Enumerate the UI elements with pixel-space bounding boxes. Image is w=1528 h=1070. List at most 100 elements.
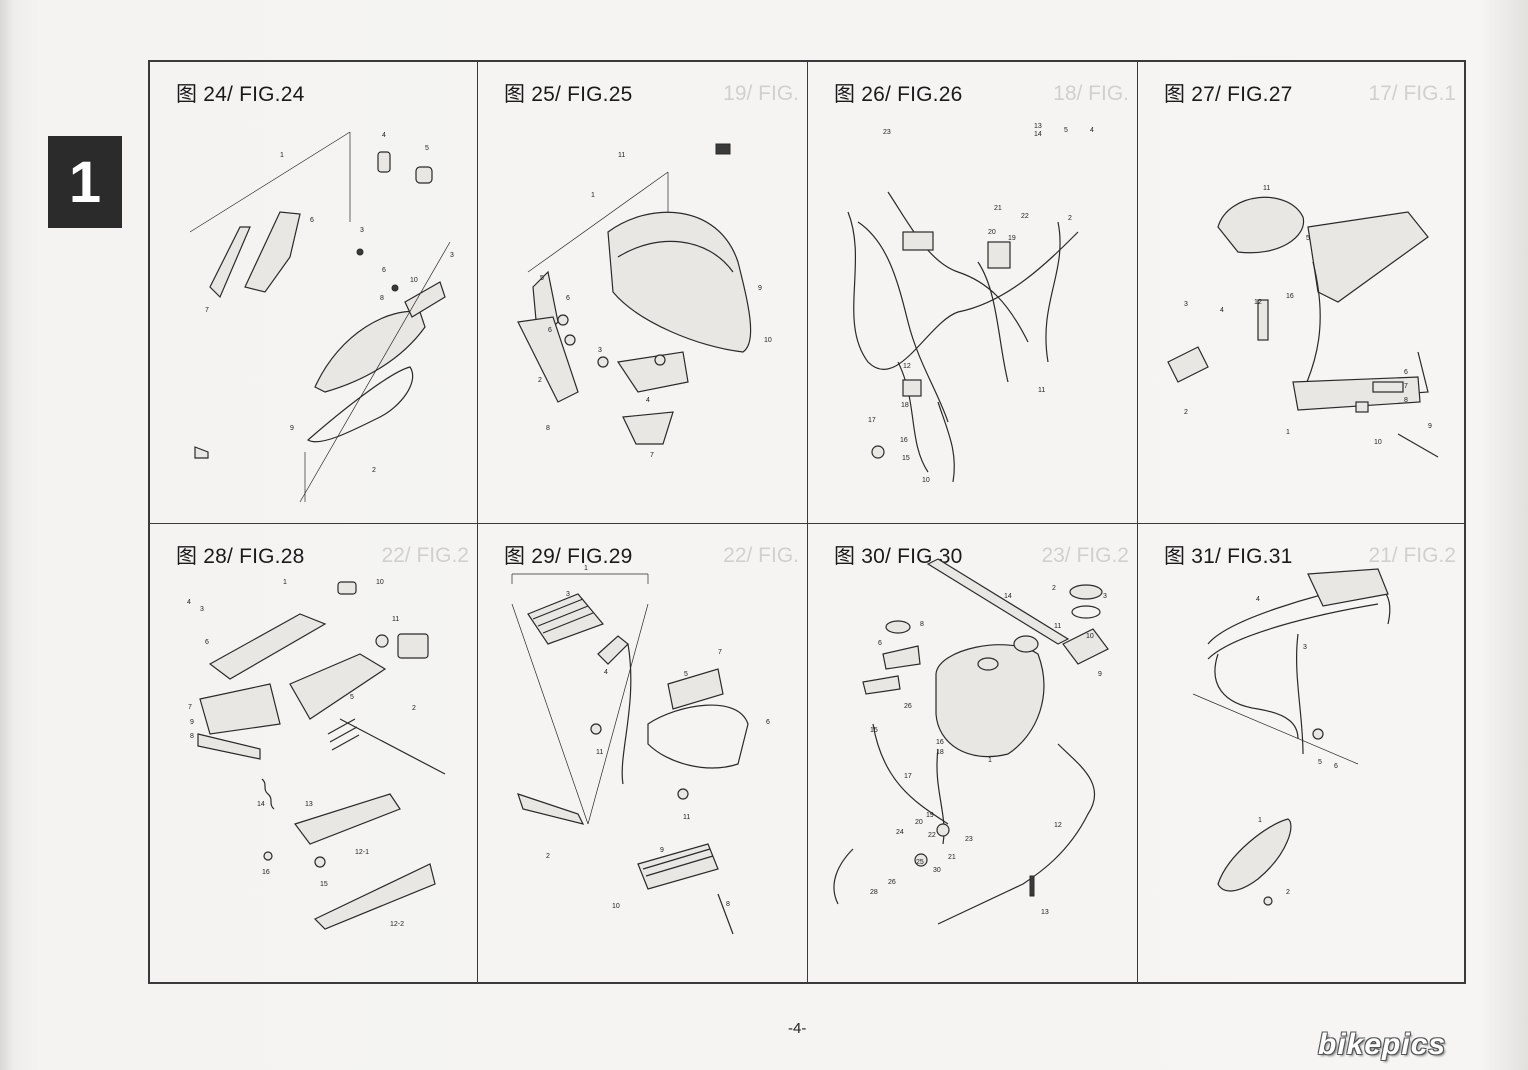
svg-text:22: 22 bbox=[1021, 213, 1029, 220]
svg-text:26: 26 bbox=[904, 703, 912, 710]
svg-text:8: 8 bbox=[546, 425, 550, 432]
svg-text:4: 4 bbox=[1256, 596, 1260, 603]
ghost-text: 18/ FIG. bbox=[1053, 82, 1129, 105]
svg-text:1: 1 bbox=[591, 192, 595, 199]
svg-text:10: 10 bbox=[376, 579, 384, 586]
figure-title: 图 26/ FIG.26 bbox=[834, 82, 963, 106]
svg-text:13: 13 bbox=[1034, 123, 1042, 130]
svg-text:28: 28 bbox=[870, 889, 878, 896]
svg-text:3: 3 bbox=[1103, 593, 1107, 600]
svg-text:12-2: 12-2 bbox=[390, 921, 404, 928]
figure-title: 图 27/ FIG.27 bbox=[1164, 82, 1293, 106]
svg-text:4: 4 bbox=[187, 599, 191, 606]
svg-text:21: 21 bbox=[948, 854, 956, 861]
figure-title: 图 31/ FIG.31 bbox=[1164, 544, 1293, 568]
svg-text:7: 7 bbox=[1404, 383, 1408, 390]
svg-text:15: 15 bbox=[320, 881, 328, 888]
svg-text:5: 5 bbox=[684, 671, 688, 678]
svg-text:8: 8 bbox=[1404, 397, 1408, 404]
svg-text:10: 10 bbox=[1374, 439, 1382, 446]
svg-text:23: 23 bbox=[883, 129, 891, 136]
svg-text:1: 1 bbox=[584, 565, 588, 572]
svg-text:7: 7 bbox=[188, 704, 192, 711]
exploded-diagram-fig31: 435 612 bbox=[1192, 568, 1391, 906]
svg-text:7: 7 bbox=[650, 452, 654, 459]
svg-text:5: 5 bbox=[350, 694, 354, 701]
svg-text:11: 11 bbox=[1054, 623, 1061, 630]
svg-text:4: 4 bbox=[604, 669, 608, 676]
ghost-text: 22/ FIG. bbox=[723, 544, 799, 567]
svg-text:6: 6 bbox=[766, 719, 770, 726]
svg-text:14: 14 bbox=[1034, 131, 1042, 138]
svg-text:6: 6 bbox=[382, 267, 386, 274]
section-tab: 1 bbox=[48, 136, 122, 228]
svg-text:6: 6 bbox=[205, 639, 209, 646]
svg-text:4: 4 bbox=[646, 397, 650, 404]
svg-text:10: 10 bbox=[922, 477, 930, 484]
svg-text:9: 9 bbox=[1098, 671, 1102, 678]
svg-text:6: 6 bbox=[548, 327, 552, 334]
svg-text:9: 9 bbox=[1428, 423, 1432, 430]
svg-text:5: 5 bbox=[1318, 759, 1322, 766]
svg-text:3: 3 bbox=[450, 252, 454, 259]
svg-text:17: 17 bbox=[868, 417, 876, 424]
svg-text:2: 2 bbox=[372, 467, 376, 474]
svg-text:2: 2 bbox=[1068, 215, 1072, 222]
svg-text:9: 9 bbox=[660, 847, 664, 854]
svg-text:23: 23 bbox=[965, 836, 973, 843]
svg-text:1: 1 bbox=[280, 152, 284, 159]
svg-text:10: 10 bbox=[410, 277, 418, 284]
svg-text:11: 11 bbox=[596, 749, 603, 756]
svg-text:2: 2 bbox=[546, 853, 550, 860]
svg-text:7: 7 bbox=[205, 307, 209, 314]
svg-text:2: 2 bbox=[1286, 889, 1290, 896]
svg-text:1: 1 bbox=[1286, 429, 1290, 436]
svg-text:6: 6 bbox=[566, 295, 570, 302]
svg-text:6: 6 bbox=[878, 640, 882, 647]
svg-text:15: 15 bbox=[870, 727, 878, 734]
svg-text:13: 13 bbox=[305, 801, 313, 808]
svg-text:15: 15 bbox=[902, 455, 910, 462]
svg-text:30: 30 bbox=[933, 867, 941, 874]
svg-text:2: 2 bbox=[1052, 585, 1056, 592]
svg-text:14: 14 bbox=[1004, 593, 1012, 600]
ghost-text: 19/ FIG. bbox=[723, 82, 799, 105]
svg-text:11: 11 bbox=[1038, 387, 1045, 394]
svg-text:19: 19 bbox=[926, 812, 934, 819]
svg-text:12: 12 bbox=[903, 363, 911, 370]
svg-text:3: 3 bbox=[200, 606, 204, 613]
svg-text:5: 5 bbox=[1064, 127, 1068, 134]
svg-text:2: 2 bbox=[538, 377, 542, 384]
svg-text:1: 1 bbox=[988, 757, 992, 764]
svg-text:1: 1 bbox=[283, 579, 287, 586]
svg-text:8: 8 bbox=[920, 621, 924, 628]
svg-text:13: 13 bbox=[1041, 909, 1049, 916]
svg-text:2: 2 bbox=[1184, 409, 1188, 416]
svg-text:8: 8 bbox=[190, 733, 194, 740]
ghost-text: 21/ FIG.2 bbox=[1368, 544, 1456, 567]
svg-text:12: 12 bbox=[1254, 299, 1262, 306]
svg-text:3: 3 bbox=[1184, 301, 1188, 308]
svg-text:20: 20 bbox=[915, 819, 923, 826]
svg-text:26: 26 bbox=[888, 879, 896, 886]
svg-text:12-1: 12-1 bbox=[355, 849, 369, 856]
figure-title: 图 25/ FIG.25 bbox=[504, 82, 633, 106]
svg-text:5: 5 bbox=[540, 275, 544, 282]
svg-text:16: 16 bbox=[900, 437, 908, 444]
svg-text:9: 9 bbox=[290, 425, 294, 432]
svg-text:8: 8 bbox=[380, 295, 384, 302]
ghost-text: 22/ FIG.2 bbox=[381, 544, 469, 567]
